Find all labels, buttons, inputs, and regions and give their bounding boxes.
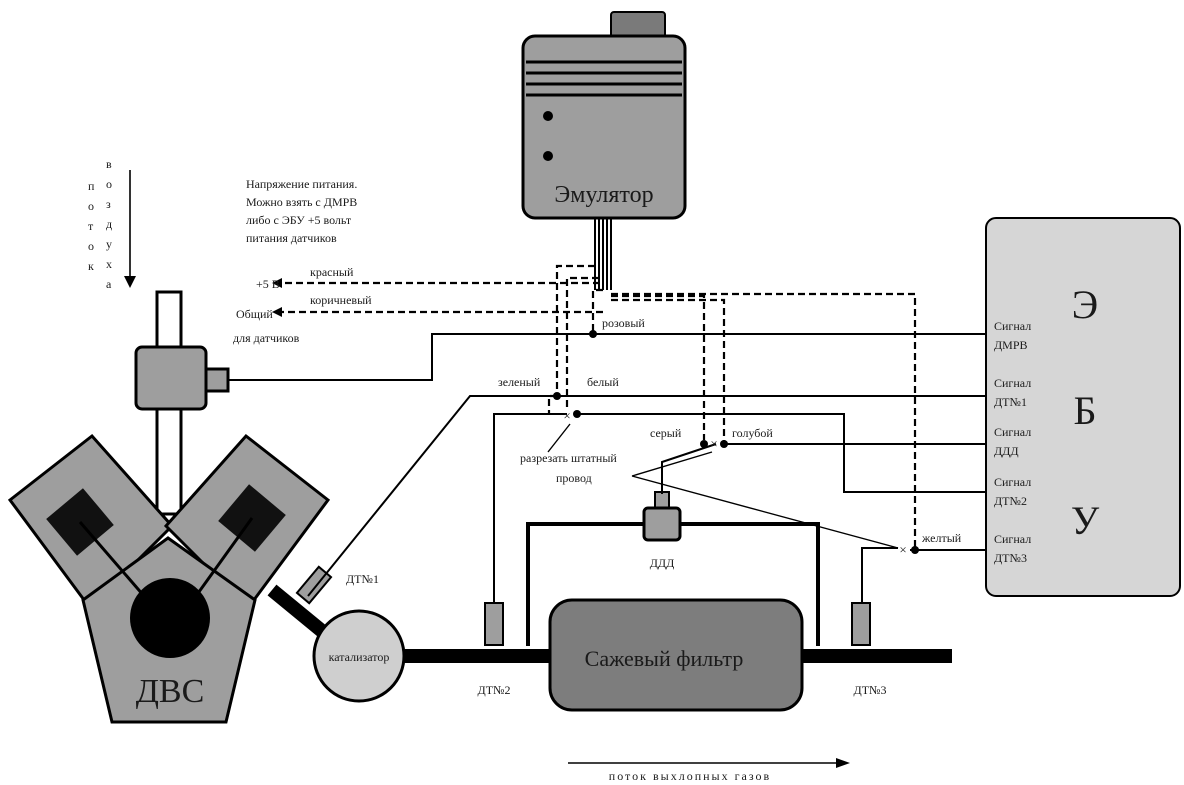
supply-note-line-1: Напряжение питания. [246, 177, 357, 191]
catalyst: катализатор [312, 609, 406, 703]
signal-ddd-line2: ДДД [994, 444, 1019, 458]
signal-dmrv-line1: Сигнал [994, 319, 1031, 333]
air-flow-label2-3: т [88, 219, 94, 233]
emulator-wires [272, 264, 917, 550]
exhaust-flow-label: поток выхлопных газов [609, 769, 771, 783]
air-flow-label-4: д [106, 217, 112, 231]
signal-dt1-line2: ДТ№1 [994, 395, 1027, 409]
sensor-wires [228, 333, 986, 604]
dt1-sensor-label: ДТ№1 [346, 572, 379, 586]
wire-brown-label: коричневый [310, 293, 372, 307]
ecu-body [985, 217, 1181, 597]
supply-note-line-4: питания датчиков [246, 231, 337, 245]
air-flow-indicator: в о з д у х а п о т о к [88, 157, 136, 291]
wire-blue-label: голубой [732, 426, 773, 440]
wire-white-label: белый [587, 375, 619, 389]
cut-mark-3: × [899, 542, 906, 557]
exhaust-flow-indicator: поток выхлопных газов [568, 758, 850, 783]
cut-note-line1: разрезать штатный [520, 451, 617, 465]
supply-note-line-3: либо с ЭБУ +5 вольт [246, 213, 352, 227]
cut-note-line2: провод [556, 471, 592, 485]
signal-dt1-line1: Сигнал [994, 376, 1031, 390]
air-flow-label2-2: о [88, 199, 94, 213]
ecu: Э Б У Сигнал ДМРВ Сигнал ДТ№1 Сигнал ДДД… [985, 217, 1181, 597]
common-label-line1: Общий [236, 307, 273, 321]
wire-gray-label: серый [650, 426, 682, 440]
wire-bundle [594, 218, 612, 290]
soot-filter: Сажевый фильтр [548, 598, 804, 712]
cut-mark-1: × [563, 408, 570, 423]
dt3-sensor-label: ДТ№3 [854, 683, 887, 697]
dt1-sensor: ДТ№1 [295, 565, 379, 605]
air-flow-label2-1: п [88, 179, 95, 193]
engine: ДВС [7, 433, 331, 724]
wire-pink-label: розовый [602, 316, 645, 330]
wire-labels: красный коричневый +5 В Общий для датчик… [233, 265, 962, 545]
ddd-sensor-label: ДДД [650, 556, 675, 570]
dpf-bypass [526, 522, 820, 646]
signal-dt2-line2: ДТ№2 [994, 494, 1027, 508]
cut-markers: × × × [547, 408, 907, 557]
signal-ddd-line1: Сигнал [994, 425, 1031, 439]
air-flow-label2-5: к [88, 259, 94, 273]
maf-sensor [134, 345, 230, 411]
emulator-connector [610, 11, 666, 39]
signal-dt2-line1: Сигнал [994, 475, 1031, 489]
plus5-label: +5 В [256, 277, 280, 291]
signal-dmrv-line2: ДМРВ [994, 338, 1028, 352]
ecu-letter-e: Э [1072, 282, 1098, 327]
common-label-line2: для датчиков [233, 331, 300, 345]
emulator: Эмулятор [521, 11, 687, 290]
supply-note-line-2: Можно взять с ДМРВ [246, 195, 357, 209]
soot-filter-label: Сажевый фильтр [585, 646, 744, 671]
air-flow-label2-4: о [88, 239, 94, 253]
air-flow-label-1: в [106, 157, 112, 171]
air-flow-label-3: з [106, 197, 111, 211]
wire-green-label: зеленый [498, 375, 541, 389]
air-flow-label-5: у [106, 237, 112, 251]
air-flow-label-6: х [106, 257, 112, 271]
ecu-letter-u: У [1071, 498, 1100, 543]
ddd-sensor: ДДД [642, 491, 682, 570]
signal-dt3-line1: Сигнал [994, 532, 1031, 546]
junctions [553, 330, 919, 554]
engine-label: ДВС [136, 673, 205, 710]
cut-mark-2: × [710, 436, 717, 451]
ecu-letter-b: Б [1074, 388, 1097, 433]
catalyst-label: катализатор [329, 650, 390, 664]
supply-note: Напряжение питания. Можно взять с ДМРВ л… [246, 177, 357, 245]
emulator-label: Эмулятор [554, 182, 653, 208]
dt2-sensor-label: ДТ№2 [478, 683, 511, 697]
dt2-sensor: ДТ№2 [478, 602, 511, 697]
emulator-led-2 [543, 151, 553, 161]
signal-dt3-line2: ДТ№3 [994, 551, 1027, 565]
wire-yellow-label: желтый [921, 531, 962, 545]
air-flow-label-7: а [106, 277, 112, 291]
emulator-led-1 [543, 111, 553, 121]
wire-red-label: красный [310, 265, 354, 279]
engine-crank [130, 578, 210, 658]
air-flow-label-2: о [106, 177, 112, 191]
